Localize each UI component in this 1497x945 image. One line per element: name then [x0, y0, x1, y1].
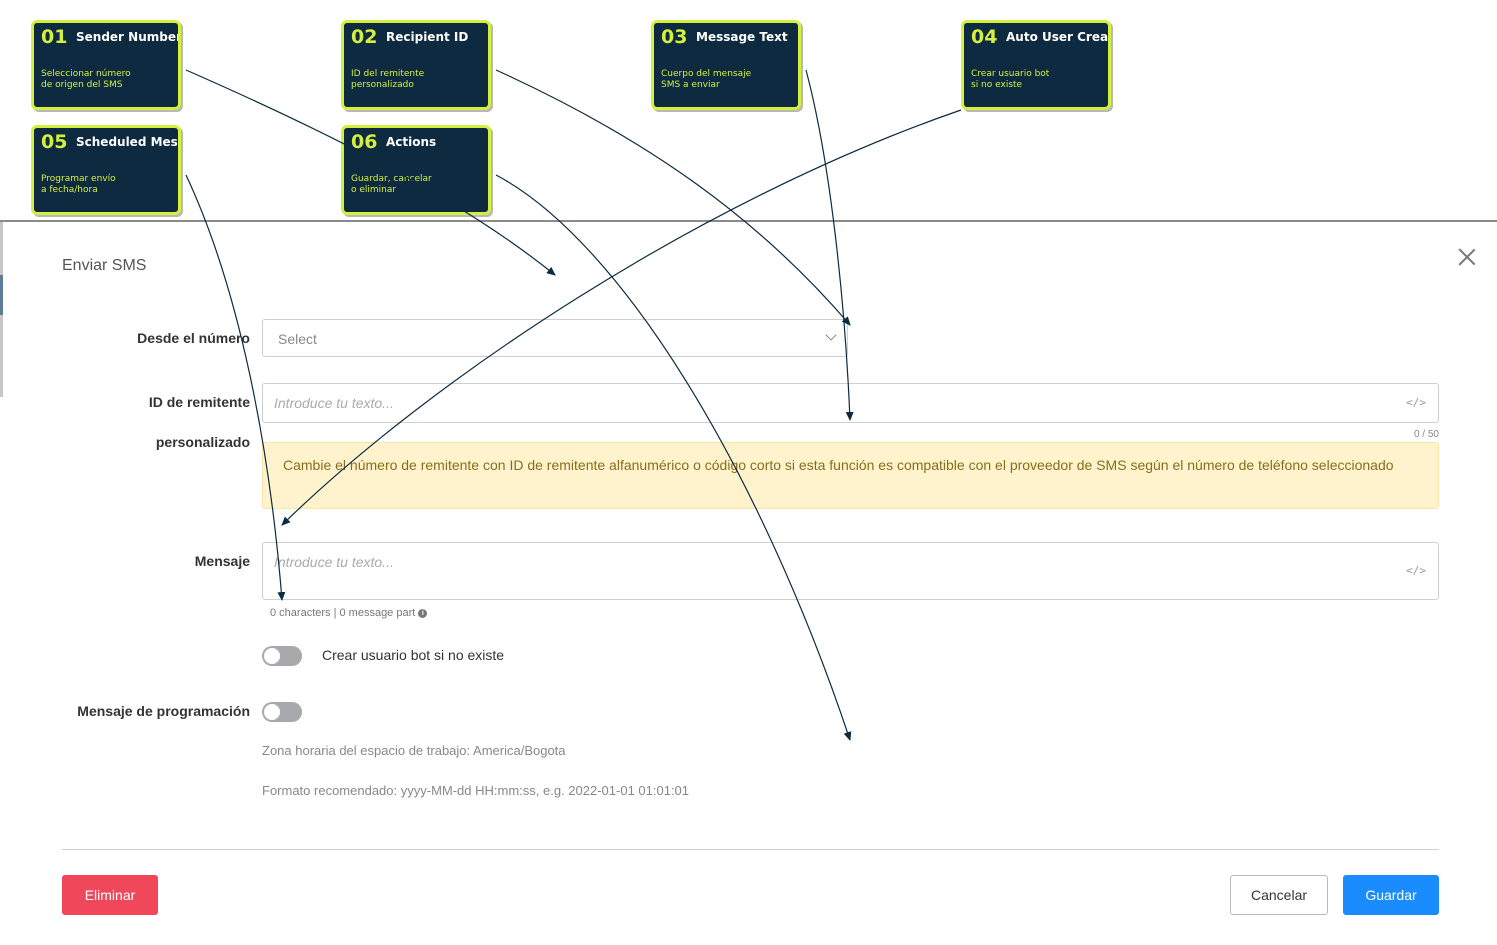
sender-id-label: ID de remitente [148, 394, 250, 410]
annotation-number: 03 [661, 26, 688, 48]
sender-id-label-line2: personalizado [155, 434, 250, 450]
annotation-card-auto-user-create: 04 Auto User Create Crear usuario bot si… [961, 20, 1111, 110]
annotation-number: 06 [351, 131, 378, 153]
annotation-description: Cuerpo del mensaje SMS a enviar [661, 69, 752, 90]
annotation-title: Message Text [696, 30, 788, 44]
code-icon[interactable]: </> [1406, 564, 1426, 577]
annotation-card-message-text: 03 Message Text Cuerpo del mensaje SMS a… [651, 20, 801, 110]
timezone-hint: Zona horaria del espacio de trabajo: Ame… [262, 743, 566, 758]
annotation-card-actions: 06 Actions Guardar, cancelar o eliminar [341, 125, 491, 215]
annotation-number: 05 [41, 131, 68, 153]
code-icon[interactable]: </> [1406, 396, 1426, 409]
background-strip-accent [0, 275, 3, 315]
annotation-card-recipient-id: 02 Recipient ID ID del remitente persona… [341, 20, 491, 110]
chevron-down-icon [825, 329, 837, 341]
create-bot-user-toggle[interactable] [262, 646, 302, 666]
cancel-button[interactable]: Cancelar [1230, 875, 1328, 915]
char-counter: 0 / 50 [1413, 429, 1439, 440]
annotation-card-sender-number: 01 Sender Number Seleccionar número de o… [31, 20, 181, 110]
annotation-title: Sender Number [76, 30, 181, 44]
select-placeholder: Select [278, 331, 317, 347]
message-info-text: 0 characters | 0 message part [270, 607, 416, 619]
annotation-description: Programar envío a fecha/hora [41, 174, 116, 195]
modal-title: Enviar SMS [62, 257, 147, 274]
annotation-title: Scheduled Message [76, 135, 178, 149]
send-sms-modal: Enviar SMS Desde el número Select ID de … [0, 220, 1497, 945]
message-placeholder: Introduce tu texto... [274, 554, 394, 570]
delete-button[interactable]: Eliminar [62, 875, 158, 915]
schedule-toggle[interactable] [262, 702, 302, 722]
annotation-number: 04 [971, 26, 998, 48]
from-number-label: Desde el número [137, 330, 250, 346]
sender-id-input[interactable]: Introduce tu texto... </> [262, 383, 1439, 423]
from-number-select[interactable]: Select [262, 319, 848, 357]
message-label: Mensaje [194, 553, 250, 569]
annotation-title: Recipient ID [386, 30, 469, 44]
sender-id-placeholder: Introduce tu texto... [274, 395, 394, 411]
annotation-title: Actions [386, 135, 437, 149]
toggle-knob [264, 704, 280, 720]
message-textarea[interactable]: Introduce tu texto... </> [262, 542, 1439, 600]
create-bot-user-label: Crear usuario bot si no existe [322, 647, 505, 663]
message-info: 0 characters | 0 message part i [270, 607, 428, 619]
annotation-card-scheduled-message: 05 Scheduled Message Programar envío a f… [31, 125, 181, 215]
sender-id-warning: Cambie el número de remitente con ID de … [262, 442, 1439, 509]
save-button[interactable]: Guardar [1343, 875, 1439, 915]
footer-divider [62, 849, 1439, 850]
annotation-description: Guardar, cancelar o eliminar [351, 174, 432, 195]
close-icon[interactable] [1456, 246, 1478, 268]
info-icon[interactable]: i [418, 608, 428, 618]
toggle-knob [264, 648, 280, 664]
annotation-description: ID del remitente personalizado [351, 69, 425, 90]
format-hint: Formato recomendado: yyyy-MM-dd HH:mm:ss… [262, 783, 690, 798]
schedule-label: Mensaje de programación [77, 703, 250, 719]
annotation-description: Crear usuario bot si no existe [971, 69, 1050, 90]
annotation-title: Auto User Create [1006, 30, 1111, 44]
annotation-number: 02 [351, 26, 378, 48]
annotation-description: Seleccionar número de origen del SMS [41, 69, 131, 90]
annotation-number: 01 [41, 26, 68, 48]
